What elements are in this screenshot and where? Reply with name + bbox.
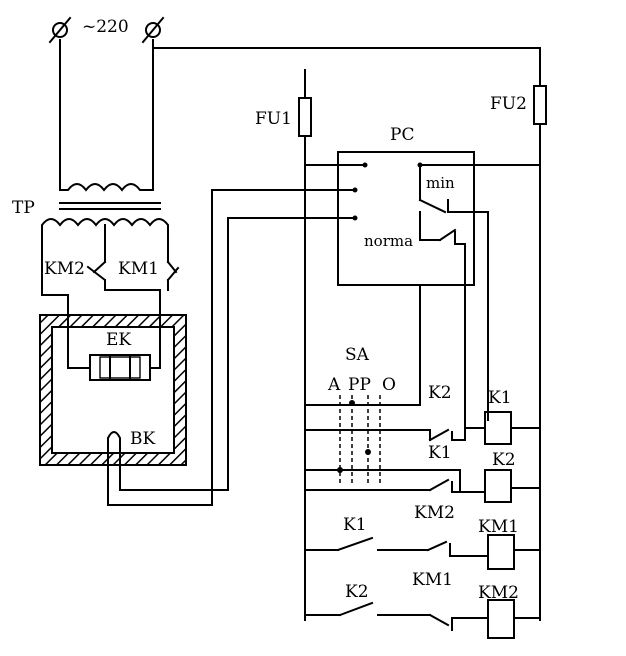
km1-rung-label: KM1 bbox=[412, 570, 453, 590]
coil-k2-label: K2 bbox=[492, 450, 516, 470]
km1-contact-transformer bbox=[166, 260, 180, 282]
fuse-fu2 bbox=[533, 47, 547, 621]
switch-pos-o: O bbox=[382, 375, 396, 395]
k2-contact-sa-label: K2 bbox=[428, 383, 452, 403]
switch-label: SA bbox=[345, 345, 370, 365]
km2-contact-label: KM2 bbox=[44, 259, 85, 279]
min-label: min bbox=[426, 174, 455, 192]
fuse-fu1 bbox=[298, 69, 312, 621]
thermostat-label: PC bbox=[390, 125, 414, 145]
km2-contact-transformer bbox=[86, 260, 107, 282]
switch-pos-pp: PP bbox=[348, 375, 371, 395]
selector-switch-sa bbox=[337, 395, 381, 485]
heater-ek bbox=[89, 354, 151, 381]
km2-rung-label: KM2 bbox=[414, 503, 455, 523]
fuse2-label: FU2 bbox=[490, 94, 527, 114]
km1-contact-label: KM1 bbox=[118, 259, 159, 279]
rung-k2-coil bbox=[304, 419, 541, 503]
k1-rung-label: K1 bbox=[343, 515, 367, 535]
rung-km2-coil bbox=[304, 599, 541, 639]
coil-km1-label: KM1 bbox=[478, 517, 519, 537]
coil-km2-label: KM2 bbox=[478, 583, 519, 603]
supply-terminals bbox=[48, 16, 541, 191]
sensor-label: BK bbox=[130, 429, 155, 449]
supply-voltage-label: ~220 bbox=[82, 17, 129, 37]
heated-chamber bbox=[39, 314, 187, 466]
transformer-label: TP bbox=[12, 198, 35, 218]
k1-contact-sa-label: K1 bbox=[428, 443, 452, 463]
switch-pos-a: A bbox=[327, 375, 341, 395]
fuse1-label: FU1 bbox=[255, 109, 292, 129]
heater-label: EK bbox=[106, 330, 131, 350]
thermostat-pc bbox=[304, 151, 541, 421]
transformer-tp bbox=[41, 183, 169, 263]
coil-k1-label: K1 bbox=[488, 388, 512, 408]
rung-k1-coil bbox=[428, 411, 541, 445]
k2-rung-label: K2 bbox=[345, 582, 369, 602]
sensor-bk bbox=[107, 431, 121, 506]
rung-km1-coil bbox=[304, 534, 541, 570]
norma-label: norma bbox=[364, 232, 413, 250]
